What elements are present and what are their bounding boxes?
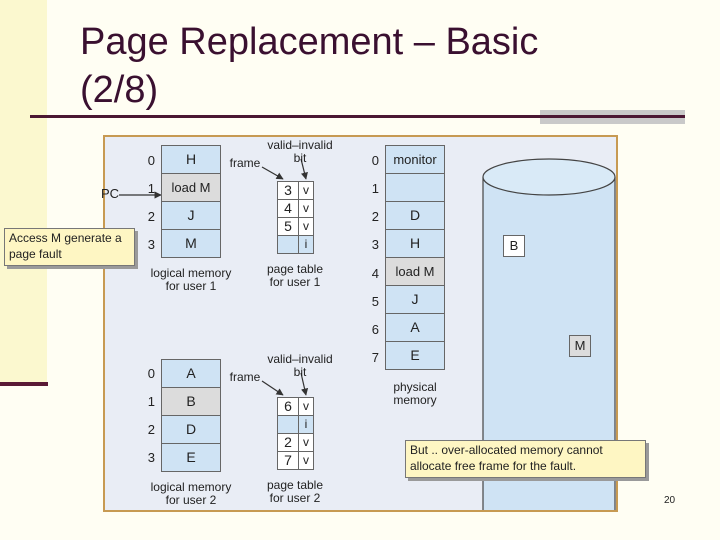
pm-index-0: 0 <box>371 153 379 168</box>
lm2-index-2: 2 <box>147 422 155 437</box>
pt2-frame-1 <box>277 415 299 434</box>
lm1-index-1: 1 <box>147 181 155 196</box>
lm1-page-3: M <box>161 229 221 258</box>
sidebar-decoration <box>0 0 47 385</box>
pm-caption: physical memory <box>393 380 437 407</box>
lm2-caption: logical memory for user 2 <box>150 480 232 507</box>
lm2-page-2: D <box>161 415 221 444</box>
lm1-caption: logical memory for user 1 <box>150 266 232 293</box>
pc-label: PC <box>101 186 120 201</box>
bit-arrow-user1 <box>300 158 308 180</box>
pt1-bit-1: v <box>298 199 314 218</box>
pt2-caption: page table for user 2 <box>266 478 324 505</box>
pm-frame-5: J <box>385 285 445 314</box>
pt2-bit-3: v <box>298 451 314 470</box>
pt2-frame-label: frame <box>229 370 261 384</box>
pm-index-4: 4 <box>371 266 379 281</box>
page-number: 20 <box>664 495 676 506</box>
pt1-bit-3: i <box>298 235 314 254</box>
pt1-bit-0: v <box>298 181 314 200</box>
lm2-page-0: A <box>161 359 221 388</box>
pt1-frame-0: 3 <box>277 181 299 200</box>
pm-index-7: 7 <box>371 350 379 365</box>
frame-arrow-user2 <box>261 380 284 396</box>
slide-title: Page Replacement – Basic (2/8) <box>80 18 700 114</box>
disk-item-m: M <box>569 335 591 357</box>
title-rule <box>30 115 685 118</box>
pt1-frame-label: frame <box>229 156 261 170</box>
pm-frame-2: D <box>385 201 445 230</box>
lm1-index-3: 3 <box>147 237 155 252</box>
pt2-bit-2: v <box>298 433 314 452</box>
pt1-valid-invalid-label: valid–invalid bit <box>267 138 333 165</box>
lm1-page-1: load M <box>161 173 221 202</box>
lm1-page-2: J <box>161 201 221 230</box>
title-line-1: Page Replacement – Basic <box>80 21 539 63</box>
pt2-frame-3: 7 <box>277 451 299 470</box>
title-line-2: (2/8) <box>80 69 159 111</box>
pt1-frame-2: 5 <box>277 217 299 236</box>
lm2-index-3: 3 <box>147 450 155 465</box>
bit-arrow-user2 <box>300 372 309 396</box>
disk-item-b: B <box>503 235 525 257</box>
lm2-page-3: E <box>161 443 221 472</box>
lm2-index-0: 0 <box>147 366 155 381</box>
page-fault-callout: Access M generate a page fault <box>4 228 135 266</box>
pt1-bit-2: v <box>298 217 314 236</box>
pm-frame-4: load M <box>385 257 445 286</box>
pm-index-3: 3 <box>371 237 379 252</box>
pm-index-6: 6 <box>371 322 379 337</box>
pt1-caption: page table for user 1 <box>266 262 324 289</box>
pt2-valid-invalid-label: valid–invalid bit <box>267 352 333 379</box>
pt2-frame-2: 2 <box>277 433 299 452</box>
pm-index-1: 1 <box>371 181 379 196</box>
pt1-frame-1: 4 <box>277 199 299 218</box>
lm1-page-0: H <box>161 145 221 174</box>
pm-frame-3: H <box>385 229 445 258</box>
pm-frame-1 <box>385 173 445 202</box>
sidebar-accent-line <box>0 382 48 386</box>
pm-frame-0: monitor <box>385 145 445 174</box>
lm1-index-0: 0 <box>147 153 155 168</box>
overallocated-callout: But .. over-allocated memory cannot allo… <box>405 440 646 478</box>
lm2-index-1: 1 <box>147 394 155 409</box>
pm-index-5: 5 <box>371 294 379 309</box>
lm2-page-1: B <box>161 387 221 416</box>
pm-frame-7: E <box>385 341 445 370</box>
pm-index-2: 2 <box>371 209 379 224</box>
frame-arrow-user1 <box>261 166 284 180</box>
pt2-bit-1: i <box>298 415 314 434</box>
lm1-index-2: 2 <box>147 209 155 224</box>
pt2-frame-0: 6 <box>277 397 299 416</box>
pm-frame-6: A <box>385 313 445 342</box>
pt1-frame-3 <box>277 235 299 254</box>
pt2-bit-0: v <box>298 397 314 416</box>
